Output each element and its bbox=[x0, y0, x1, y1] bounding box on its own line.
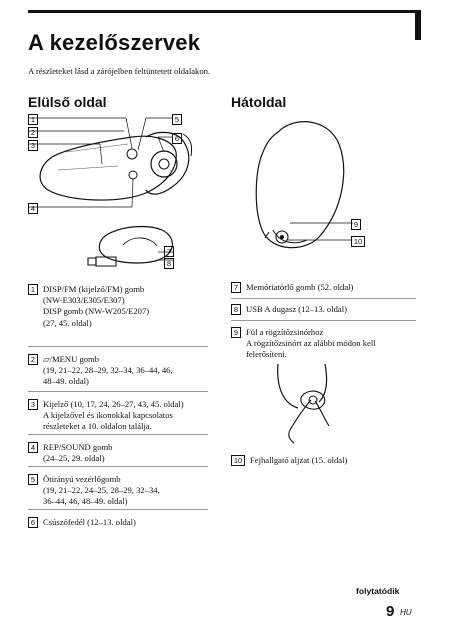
front-callout-5: 5 bbox=[172, 114, 187, 125]
front-callout-1: 1 bbox=[28, 114, 43, 125]
strap-attachment-illustration bbox=[277, 363, 330, 444]
top-rule bbox=[28, 10, 415, 13]
front-section-heading: Elülső oldal bbox=[28, 94, 107, 110]
divider-8 bbox=[231, 320, 416, 321]
page-language-suffix: HU bbox=[400, 608, 412, 617]
divider-7 bbox=[231, 298, 416, 299]
front-callout-4: 4 bbox=[28, 203, 43, 214]
back-callout-10: 10 bbox=[351, 236, 370, 247]
divider-4 bbox=[28, 466, 208, 467]
front-callout-8: 8 bbox=[164, 258, 179, 269]
continued-label: folytatódik bbox=[356, 586, 400, 596]
item-2: 2▱/MENU gomb(19, 21–22, 28–29, 32–34, 36… bbox=[28, 354, 173, 388]
divider-1 bbox=[28, 346, 208, 347]
divider-3 bbox=[28, 434, 208, 435]
intro-text: A részleteket lásd a zárójelben feltünte… bbox=[28, 66, 211, 76]
front-callout-7: 7 bbox=[164, 246, 179, 257]
page-title: A kezelőszervek bbox=[28, 30, 201, 55]
page-number: 9 bbox=[386, 603, 395, 620]
folder-icon: ▱ bbox=[43, 354, 50, 364]
side-tab-bar bbox=[415, 10, 421, 40]
front-callout-2: 2 bbox=[28, 127, 43, 138]
front-callout-3: 3 bbox=[28, 140, 43, 151]
divider-5 bbox=[28, 509, 208, 510]
back-callout-9: 9 bbox=[351, 219, 366, 230]
back-player-illustration bbox=[255, 121, 353, 249]
front-player-illustration bbox=[28, 117, 193, 267]
divider-2 bbox=[28, 391, 208, 392]
back-section-heading: Hátoldal bbox=[231, 94, 287, 110]
front-callout-6: 6 bbox=[172, 133, 187, 144]
